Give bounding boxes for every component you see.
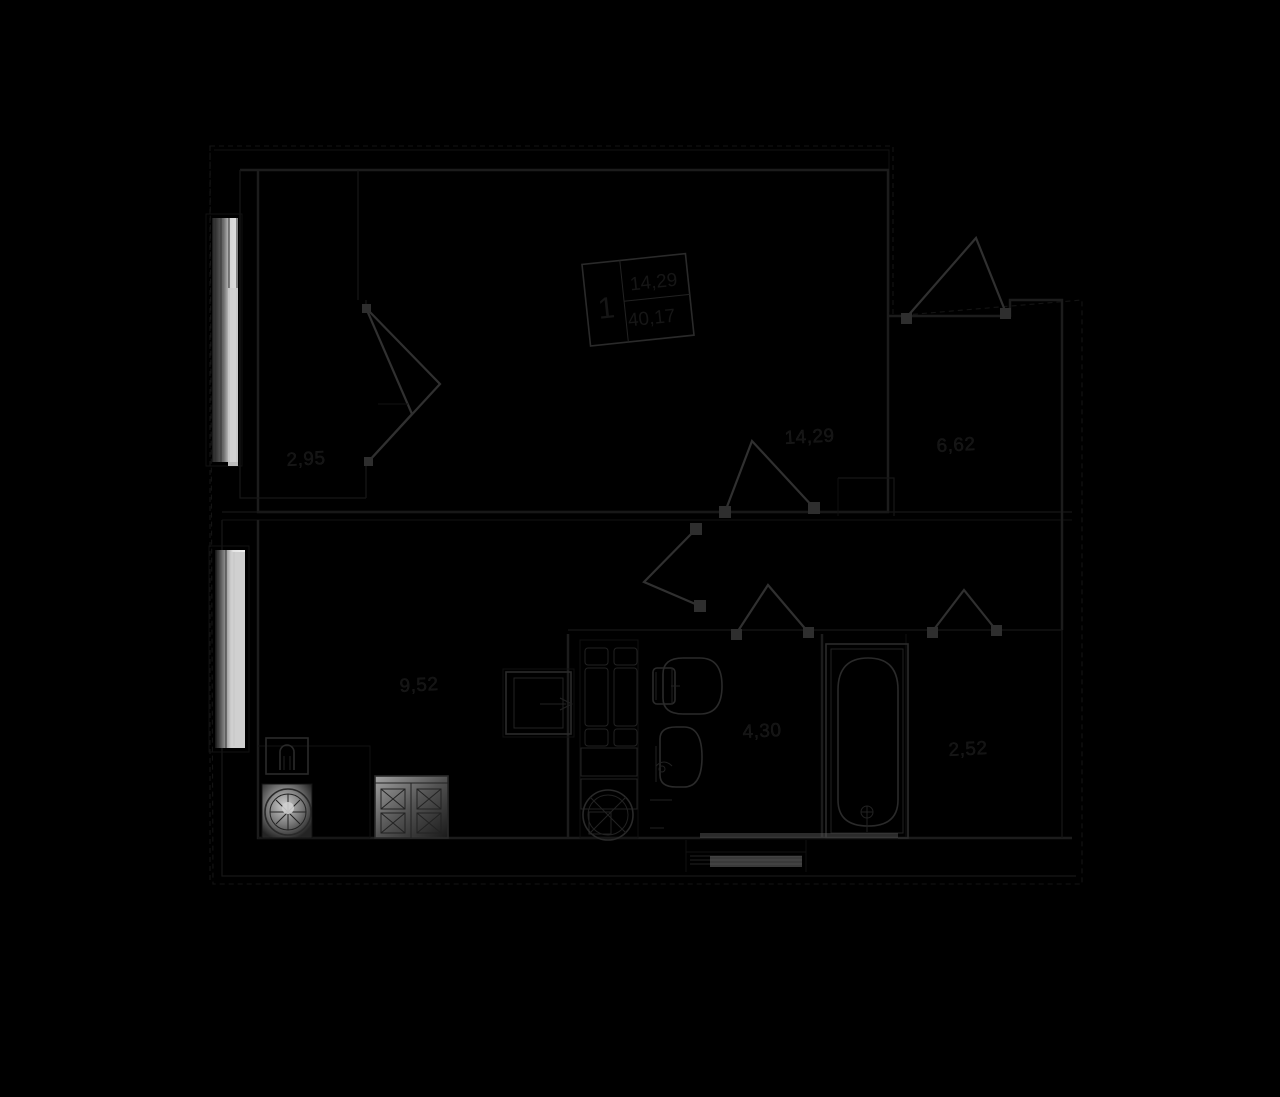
entry-door[interactable] <box>685 840 807 872</box>
washing-machine <box>582 789 634 841</box>
shelving-unit <box>579 639 639 839</box>
window-lower-left <box>208 545 250 753</box>
apartment-unit-tag <box>581 252 695 347</box>
washbasin <box>650 726 703 829</box>
door-swing-hall-right[interactable] <box>927 588 1002 638</box>
wardrobe-cabinet <box>502 668 575 738</box>
threshold-strip <box>700 833 898 839</box>
building-outline <box>209 145 1083 885</box>
kitchen-sink <box>261 783 313 839</box>
door-swing-hall-left[interactable] <box>642 523 706 612</box>
door-swing-bathroom[interactable] <box>731 583 814 640</box>
bathtub <box>825 643 909 839</box>
unit-tag-number: 1 <box>596 291 617 326</box>
cooktop-stove <box>374 775 449 839</box>
kitchen-faucet <box>265 737 309 775</box>
door-swing-living-room[interactable] <box>719 438 820 518</box>
door-swing-bedroom[interactable] <box>901 235 1011 324</box>
toilet <box>652 657 723 715</box>
window-upper-left <box>205 213 243 467</box>
door-swing-balcony-upper[interactable] <box>362 304 442 466</box>
